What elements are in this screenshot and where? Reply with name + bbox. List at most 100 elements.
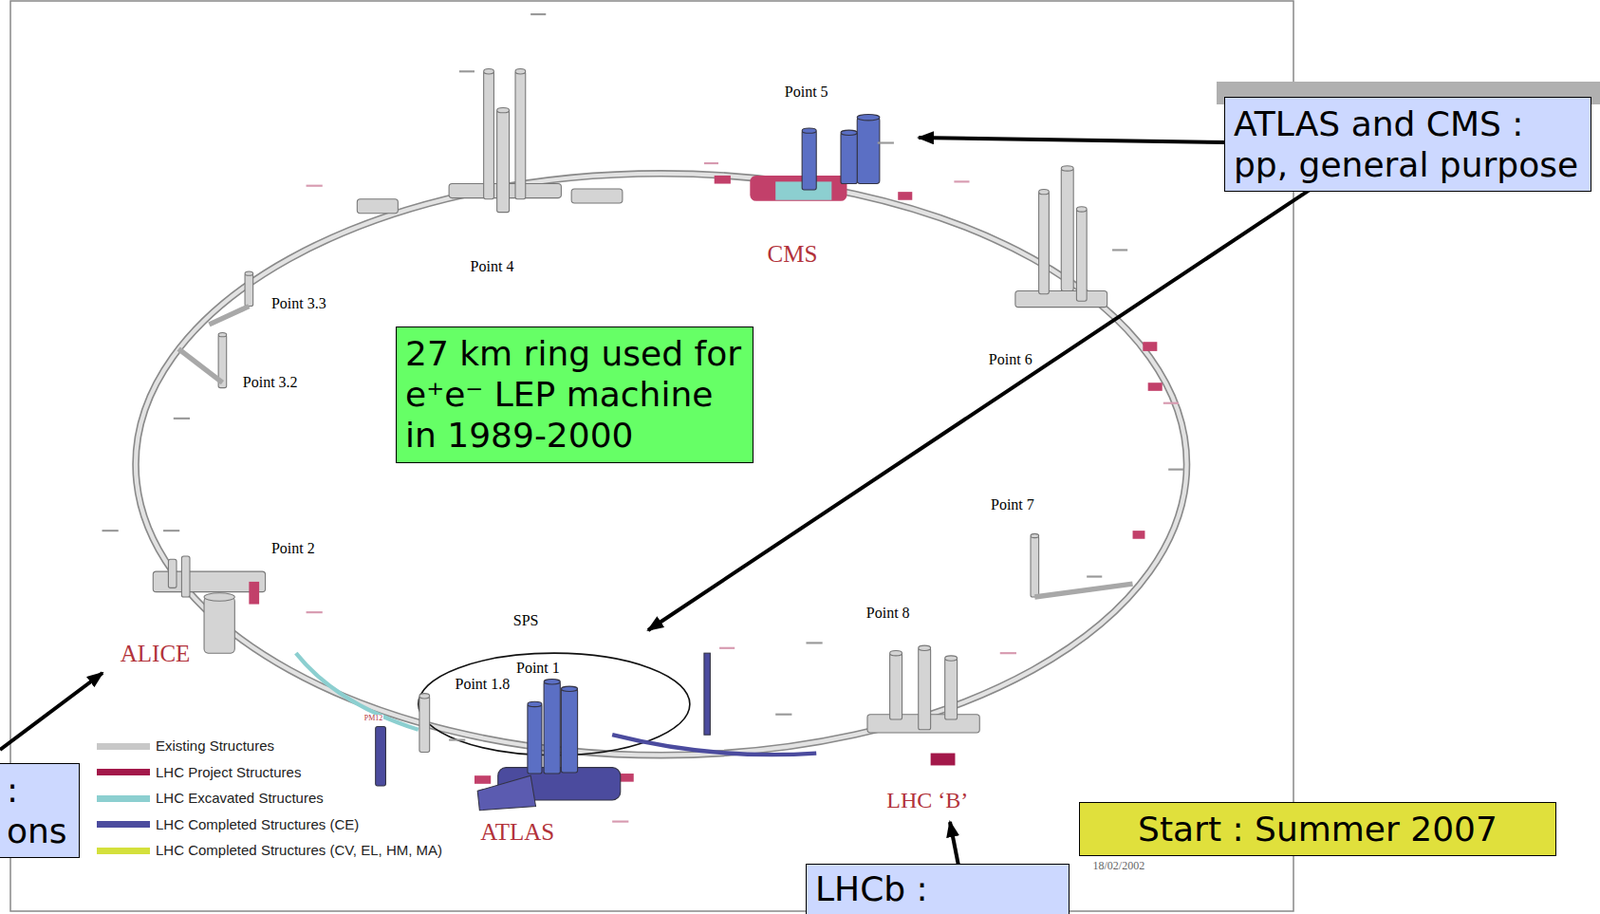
project-structure-part — [474, 775, 491, 784]
legend-swatch — [96, 795, 150, 802]
date-box: Start : Summer 2007 — [1079, 801, 1557, 856]
access-tunnel-part — [1034, 583, 1133, 597]
completed-structure-part — [840, 132, 857, 185]
tag-mark-part — [448, 738, 466, 741]
completed-structure-part — [560, 686, 577, 691]
accelerator-label: SPS — [512, 612, 540, 630]
experiment-label: ATLAS — [479, 818, 556, 846]
callout-box: ATLAS and CMS : pp, general purpose — [1224, 96, 1592, 192]
note-box: 27 km ring used for e⁺e⁻ LEP machine in … — [395, 326, 754, 464]
tag-mark-part — [163, 529, 180, 532]
existing-structure-part — [890, 652, 903, 720]
legend-text: LHC Project Structures — [155, 763, 301, 782]
completed-structure-part — [801, 128, 817, 133]
tag-mark-part — [530, 13, 546, 16]
leader-arrow — [949, 821, 959, 866]
tag-mark-part — [704, 162, 719, 165]
transfer-tunnel-part — [612, 734, 817, 755]
existing-structure-part — [218, 333, 227, 337]
lep-ring-part — [135, 173, 1188, 756]
existing-structure-part — [167, 558, 177, 588]
tag-mark — [102, 14, 1185, 822]
existing-structure-part — [1030, 533, 1040, 538]
completed-structure-part — [840, 130, 857, 135]
existing-structure-part — [204, 593, 235, 602]
callout-text: ATLAS and CMS : pp, general purpose — [1233, 103, 1582, 186]
existing-structure-part — [945, 655, 958, 661]
point-label: Point 2 — [270, 539, 317, 558]
transfer-tunnel-part — [296, 652, 419, 730]
tag-mark-part — [805, 641, 822, 644]
existing-structure-part — [244, 271, 254, 276]
date-stamp: 18/02/2002 — [1092, 859, 1147, 873]
existing-structure-part — [181, 556, 190, 597]
existing-structure-part — [1076, 206, 1087, 212]
callout-text: : ons — [6, 769, 71, 852]
existing-structure-part — [483, 69, 495, 75]
slide-frame — [10, 0, 1294, 912]
project-structure-part — [1148, 382, 1163, 391]
project-structure-part — [1133, 530, 1146, 540]
point-label: Point 1.8 — [453, 675, 511, 693]
existing-structure-part — [918, 645, 931, 651]
project-structure-part — [714, 175, 731, 185]
existing-structure-part — [497, 107, 510, 112]
existing-structure-part — [571, 188, 623, 204]
project-structure — [248, 175, 1162, 784]
existing-structure-part — [1039, 191, 1050, 295]
existing-structure-part — [204, 596, 235, 653]
leader-arrow — [918, 137, 1228, 143]
ring-drawing — [102, 14, 1188, 822]
point-label: Point 3.2 — [241, 373, 299, 391]
legend-text: Existing Structures — [155, 737, 275, 755]
point-label: Point 6 — [987, 351, 1034, 369]
tag-mark-part — [459, 70, 475, 73]
tag-mark-part — [1168, 468, 1184, 471]
legend-swatch — [96, 768, 150, 776]
existing-structure-part — [1060, 166, 1074, 171]
point-label: Point 5 — [783, 83, 830, 101]
existing-structure-part — [515, 71, 526, 199]
existing-structure-part — [1015, 290, 1108, 307]
callout-text: Start : Summer 2007 — [1088, 808, 1547, 850]
access-tunnel-part — [178, 349, 223, 383]
tag-mark-part — [306, 185, 323, 187]
lep-ring — [135, 173, 1188, 756]
existing-structure-part — [1039, 188, 1050, 194]
callout-box: : ons — [0, 762, 80, 858]
project-structure-part — [749, 175, 847, 202]
existing-structure-part — [515, 69, 526, 75]
completed-structure-part — [375, 726, 387, 786]
tag-mark-part — [102, 529, 119, 532]
legend-swatch — [96, 820, 150, 828]
completed-structure-part — [543, 681, 560, 774]
legend-swatch — [96, 847, 150, 855]
tag-mark-part — [612, 820, 629, 823]
callout-box: LHCb : — [805, 863, 1070, 914]
lep-ring-part — [135, 173, 1188, 756]
access-tunnel — [178, 306, 1133, 597]
project-structure-part — [248, 581, 260, 605]
completed-structure-part — [560, 688, 577, 773]
project-structure-part — [930, 753, 956, 766]
access-tunnel-part — [208, 306, 249, 325]
legend-text: LHC Completed Structures (CE) — [155, 816, 359, 834]
point-label: Point 7 — [989, 496, 1036, 514]
existing-structure-part — [1060, 167, 1074, 291]
tag-mark-part — [1112, 248, 1128, 251]
legend-text: LHC Excavated Structures — [155, 789, 324, 807]
tag-mark-part — [173, 417, 190, 420]
tag-mark-part — [877, 141, 894, 144]
tag-mark-part — [1086, 575, 1102, 577]
experiment-label: ALICE — [119, 640, 192, 668]
legend-swatch — [96, 743, 150, 750]
point-label: Point 8 — [865, 604, 912, 622]
experiment-label: CMS — [766, 241, 819, 268]
point-label: Point 1 — [515, 659, 561, 677]
completed-structure-part — [856, 113, 880, 120]
project-structure-part — [1142, 341, 1157, 352]
completed-structure-part — [856, 117, 880, 185]
existing-structure-part — [918, 648, 931, 730]
tag-mark-part — [719, 647, 735, 650]
completed-structure-part — [527, 701, 542, 707]
